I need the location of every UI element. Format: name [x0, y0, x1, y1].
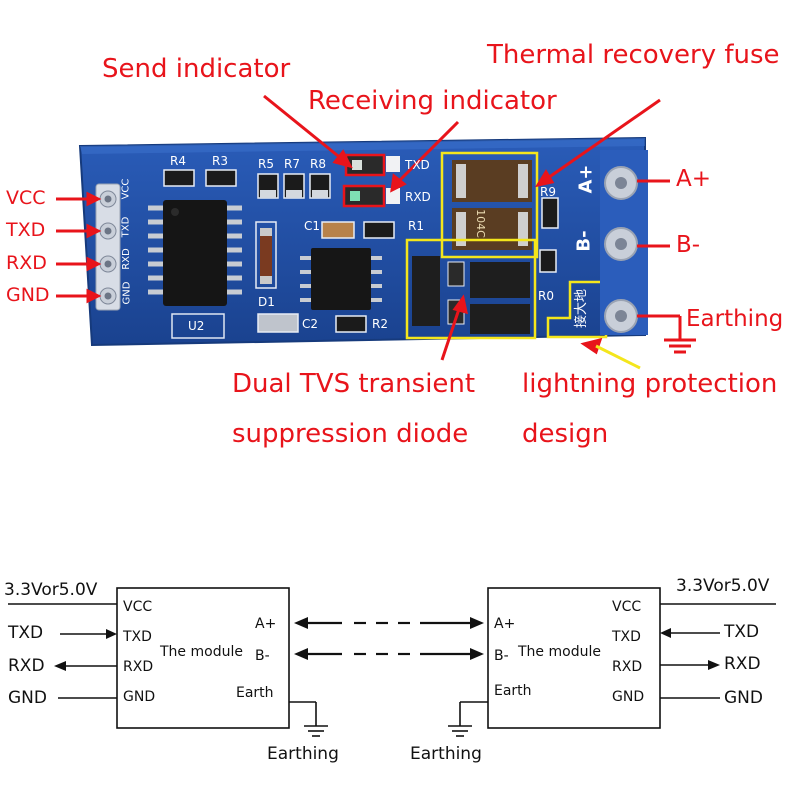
right-signal-gnd: GND	[724, 688, 763, 708]
capacitor-c1	[321, 221, 395, 239]
bus-lines	[304, 621, 472, 656]
diode-d1	[255, 221, 277, 289]
callout-lightning-line1: lightning protection	[522, 369, 778, 399]
left-a-label: A+	[255, 616, 277, 632]
pin-header	[95, 183, 121, 311]
right-a-label: A+	[494, 616, 516, 632]
silk-rxd: RXD	[405, 190, 431, 204]
right-module-label: The module	[518, 644, 601, 660]
callout-receiving-indicator: Receiving indicator	[308, 86, 557, 116]
left-pin-txd: TXD	[123, 629, 152, 645]
callout-arrows	[56, 94, 696, 370]
silk-u2: U2	[188, 319, 205, 333]
right-signal-rxd: RXD	[724, 654, 761, 674]
left-module-box	[116, 587, 290, 729]
silk-txd: TXD	[405, 158, 430, 172]
right-module-box	[487, 587, 661, 729]
left-earth-label: Earth	[236, 685, 274, 701]
right-pin-vcc: VCC	[612, 599, 642, 615]
chip-small	[300, 248, 382, 310]
left-signal-rxd: RXD	[8, 656, 45, 676]
terminal-pads	[604, 166, 638, 333]
silk-r5: R5	[258, 157, 274, 171]
silk-r4: R4	[170, 154, 186, 168]
right-signal-txd: TXD	[724, 622, 760, 642]
right-earthing-label: Earthing	[410, 744, 482, 764]
silk-r0: R0	[538, 289, 554, 303]
resistors-top	[163, 169, 331, 199]
left-pin-gnd: GND	[123, 689, 156, 705]
left-earthing-label: Earthing	[267, 744, 339, 764]
led-indicators	[342, 153, 400, 208]
callout-tvs-line2: suppression diode	[232, 419, 469, 449]
callout-earthing: Earthing	[686, 306, 784, 332]
silk-c1: C1	[304, 219, 321, 233]
silk-r3: R3	[212, 154, 228, 168]
terminal-label-aplus: A+	[676, 166, 712, 192]
right-earth-label: Earth	[494, 683, 532, 699]
right-supply-label: 3.3Vor5.0V	[676, 576, 770, 596]
silk-r8: R8	[310, 157, 326, 171]
right-b-label: B-	[494, 648, 509, 664]
bottom-parts	[257, 313, 367, 333]
silk-r1: R1	[408, 219, 424, 233]
left-pin-vcc: VCC	[123, 599, 153, 615]
silk-c2: C2	[302, 317, 319, 331]
callout-send-indicator: Send indicator	[102, 54, 291, 84]
tvs-diodes	[405, 238, 557, 340]
pin-label-txd: TXD	[6, 219, 46, 241]
left-module-label: The module	[160, 644, 243, 660]
chip-u2	[148, 200, 242, 339]
signal-arrowheads	[54, 628, 720, 671]
callout-tvs-line1: Dual TVS transient	[232, 369, 476, 399]
silk-r9: R9	[540, 185, 556, 199]
right-pin-gnd: GND	[612, 689, 645, 705]
silk-d1: D1	[258, 295, 275, 309]
left-pin-rxd: RXD	[123, 659, 154, 675]
thermal-fuses	[440, 151, 559, 259]
bus-arrowheads	[294, 617, 484, 660]
pin-label-gnd: GND	[6, 284, 50, 306]
left-b-label: B-	[255, 648, 270, 664]
silk-r7: R7	[284, 157, 300, 171]
silk-r2: R2	[372, 317, 388, 331]
callout-lightning-line2: design	[522, 419, 609, 449]
right-pin-rxd: RXD	[612, 659, 643, 675]
earth-symbols	[304, 725, 472, 737]
pin-label-rxd: RXD	[6, 252, 47, 274]
left-signal-gnd: GND	[8, 688, 47, 708]
left-signal-txd: TXD	[8, 623, 44, 643]
pin-label-vcc: VCC	[6, 187, 46, 209]
left-supply-label: 3.3Vor5.0V	[4, 580, 98, 600]
callout-thermal-fuse: Thermal recovery fuse	[487, 40, 780, 70]
right-pin-txd: TXD	[612, 629, 641, 645]
terminal-label-bminus: B-	[676, 232, 701, 258]
